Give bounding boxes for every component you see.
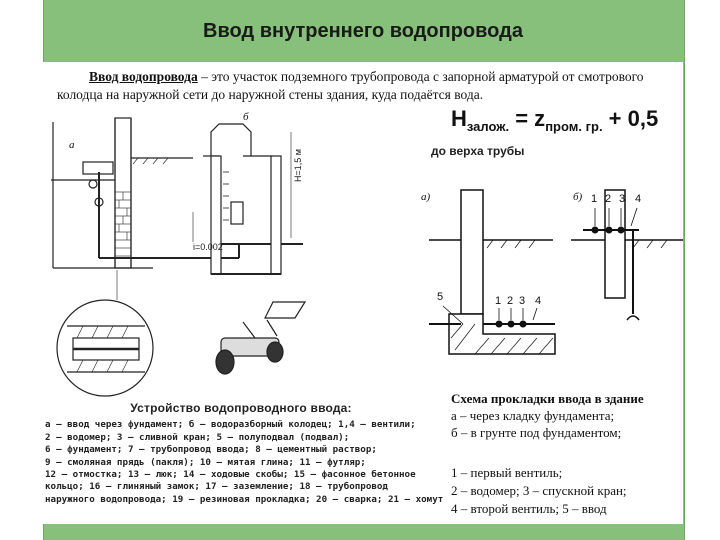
device-legend: Устройство водопроводного ввода: а — вво… (45, 401, 444, 506)
scheme-b-labels: б) 1 2 3 4 (573, 191, 641, 205)
device-legend-line: 6 — фундамент; 7 — трубопровод ввода; 8 … (45, 444, 377, 456)
drawing-labels: а б i=0.002 H=1,5 м (69, 111, 303, 252)
scheme-caption-title: Схема прокладки ввода в здание (451, 391, 644, 406)
scheme-a-labels: а) 5 1 2 3 4 (421, 191, 541, 307)
drawing-label-b: б (243, 111, 249, 123)
formula-h-sub: залож. (466, 119, 510, 134)
scheme-b-mark-2: 2 (605, 193, 611, 205)
slide-title: Ввод внутреннего водопровода (203, 20, 523, 42)
formula-eq: = z (509, 106, 546, 131)
scheme-b (571, 189, 683, 321)
slope-label: i=0.002 (193, 242, 223, 252)
scheme-a-mark-2: 2 (507, 295, 513, 307)
scheme-a-label: а) (421, 191, 431, 203)
formula-tail: + 0,5 (602, 106, 659, 131)
scheme-a-mark-3: 3 (519, 295, 525, 307)
lead-text: – это участок подземного трубопровода с … (57, 69, 644, 102)
scheme-caption: Схема прокладки ввода в здание а – через… (451, 390, 681, 441)
scheme-legend-line: 4 – второй вентиль; 5 – ввод (451, 501, 607, 516)
device-legend-heading: Устройство водопроводного ввода: (130, 401, 352, 415)
device-legend-line: 12 — отмостка; 13 — люк; 14 — ходовые ск… (45, 469, 416, 481)
formula-h: H (451, 106, 467, 131)
scheme-b-mark-4: 4 (635, 193, 641, 205)
scheme-caption-b: б – в грунте под фундаментом; (451, 425, 622, 440)
depth-formula: Hзалож. = zпром. гр. + 0,5 (451, 106, 658, 134)
scheme-b-mark-1: 1 (591, 193, 597, 205)
scheme-b-mark-3: 3 (619, 193, 625, 205)
scheme-a (429, 189, 556, 355)
lead-paragraph: Ввод водопровода – это участок подземног… (57, 68, 667, 104)
technical-drawing: а б i=0.002 H=1,5 м (51, 111, 683, 397)
scheme-caption-a: а – через кладку фундамента; (451, 408, 615, 423)
depth-label: H=1,5 м (293, 149, 303, 182)
device-legend-line: кольцо; 16 — глиняный замок; 17 — заземл… (45, 481, 388, 493)
scheme-a-mark-1: 1 (495, 295, 501, 307)
device-legend-line: наружного водопровода; 19 — резиновая пр… (45, 493, 444, 505)
formula-z-sub: пром. гр. (545, 119, 603, 134)
scheme-legend: 1 – первый вентиль; 2 – водомер; 3 – спу… (451, 464, 681, 518)
device-legend-line: 2 — водомер; 3 — сливной кран; 5 — полуп… (45, 431, 350, 443)
device-legend-line: 9 — смоляная прядь (пакля); 10 — мятая г… (45, 456, 366, 468)
scheme-b-label: б) (573, 191, 583, 203)
drawing-label-a: а (69, 139, 75, 151)
scheme-a-mark-5: 5 (437, 291, 443, 303)
formula-note: до верха трубы (431, 144, 525, 158)
device-legend-line: а — ввод через фундамент; б — водоразбор… (45, 419, 416, 431)
slide-content: Ввод водопровода – это участок подземног… (43, 62, 683, 524)
scheme-legend-line: 1 – первый вентиль; (451, 465, 563, 480)
building-section (51, 117, 307, 397)
scheme-a-mark-4: 4 (535, 295, 541, 307)
lead-term: Ввод водопровода (89, 69, 198, 84)
scheme-legend-line: 2 – водомер; 3 – спускной кран; (451, 483, 627, 498)
